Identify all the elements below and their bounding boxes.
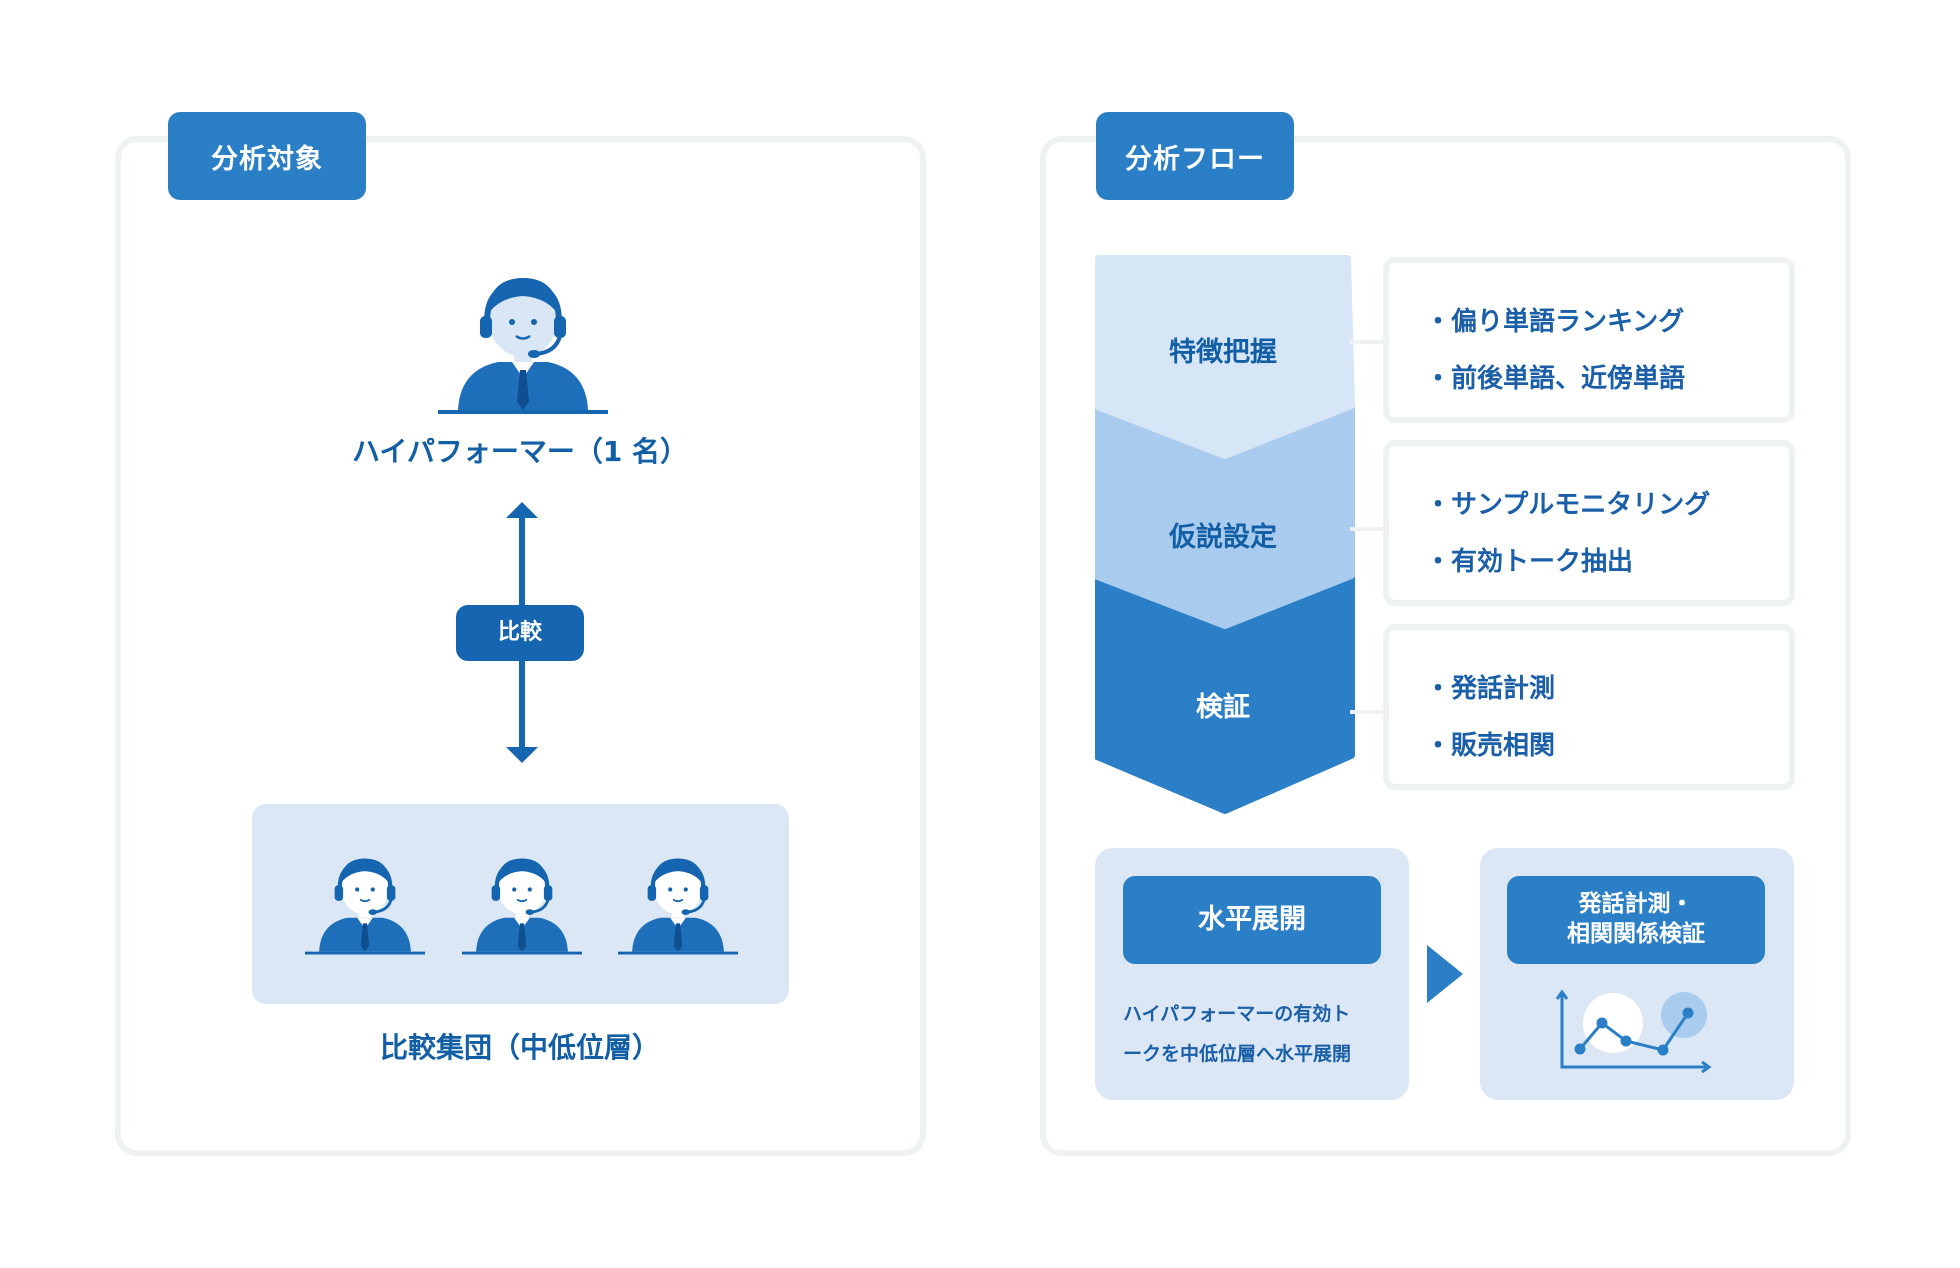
comparison-group-label: 比較集団（中低位層） <box>379 1031 660 1064</box>
high-performer-operator-icon <box>438 278 608 414</box>
connector-line-3 <box>1350 710 1386 714</box>
step-1-detail-box: ・偏り単語ランキング ・前後単語、近傍単語 <box>1383 257 1795 423</box>
step-1-item-2: ・前後単語、近傍単語 <box>1425 364 1686 394</box>
step-3-detail-box: ・発話計測 ・販売相関 <box>1383 624 1795 790</box>
connector-line-2 <box>1350 527 1386 531</box>
horizontal-deployment-desc-1: ハイパフォーマーの有効ト <box>1123 1003 1351 1025</box>
group-operator-icon-3 <box>618 858 738 955</box>
verification-title: 発話計測・ 相関関係検証 <box>1507 876 1765 964</box>
horizontal-deployment-title: 水平展開 <box>1123 876 1381 964</box>
horizontal-deployment-desc-2: ークを中低位層へ水平展開 <box>1123 1043 1352 1065</box>
verification-title-line-1: 発話計測・ <box>1578 891 1694 918</box>
step-2-item-1: ・サンプルモニタリング <box>1425 490 1711 520</box>
high-performer-label: ハイパフォーマー（1 名） <box>351 435 689 468</box>
step-2-item-2: ・有効トーク抽出 <box>1425 547 1634 577</box>
step-3-label: 検証 <box>1196 692 1250 723</box>
step-1-item-1: ・偏り単語ランキング <box>1425 307 1685 337</box>
group-operator-icon-1 <box>305 858 425 955</box>
flow-steps-chevron <box>1095 255 1355 814</box>
line-chart-icon <box>1555 989 1712 1074</box>
verification-title-line-2: 相関関係検証 <box>1567 921 1705 947</box>
analysis-flow-tag: 分析フロー <box>1096 112 1294 200</box>
step-2-detail-box: ・サンプルモニタリング ・有効トーク抽出 <box>1383 440 1795 606</box>
step-2-label: 仮説設定 <box>1169 522 1277 553</box>
group-operator-icon-2 <box>462 858 582 955</box>
step-3-item-1: ・発話計測 <box>1425 674 1556 704</box>
analysis-target-tag: 分析対象 <box>168 112 366 200</box>
chevron-arrow-icon <box>1427 945 1463 1003</box>
step-3-item-2: ・販売相関 <box>1425 731 1556 761</box>
connector-line-1 <box>1350 340 1386 344</box>
step-1-label: 特徴把握 <box>1169 337 1277 368</box>
compare-badge: 比較 <box>456 605 584 661</box>
step-1-shape <box>1095 255 1355 459</box>
